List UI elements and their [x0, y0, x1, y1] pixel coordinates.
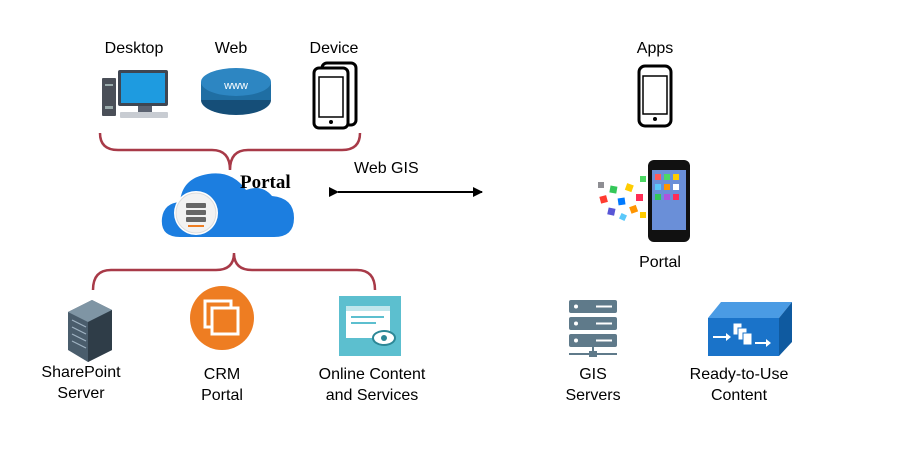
server-rack-icon: [68, 300, 112, 362]
apps-label: Apps: [636, 40, 674, 57]
top-bracket: [98, 132, 362, 171]
desktop-label: Desktop: [104, 40, 164, 57]
web-content-icon: [339, 296, 401, 356]
content-cube-icon: [708, 302, 792, 356]
web-gis-label: Web GIS: [354, 160, 419, 177]
svg-text:www: www: [223, 80, 248, 92]
desktop-computer-icon: [102, 70, 168, 118]
www-globe-icon: www: [201, 68, 271, 115]
ready-content-label: Ready-to-Use Content: [689, 366, 789, 404]
sharepoint-server-label: SharePoint Server: [41, 364, 121, 402]
mobile-devices-icon: [312, 61, 358, 130]
web-label: Web: [214, 40, 248, 57]
online-content-label: Online Content and Services: [318, 366, 426, 404]
smartphone-icon: [637, 64, 673, 128]
right-portal-label: Portal: [639, 254, 681, 271]
crm-window-icon: [190, 286, 254, 350]
left-portal-label: Portal: [240, 172, 291, 193]
server-stack-icon: [569, 300, 617, 357]
cloud-server-icon: [161, 173, 294, 237]
phone-apps-icon: [598, 160, 690, 242]
gis-servers-label: GIS Servers: [565, 366, 621, 404]
device-label: Device: [309, 40, 359, 57]
crm-portal-label: CRM Portal: [201, 366, 243, 404]
bottom-bracket: [91, 252, 377, 291]
